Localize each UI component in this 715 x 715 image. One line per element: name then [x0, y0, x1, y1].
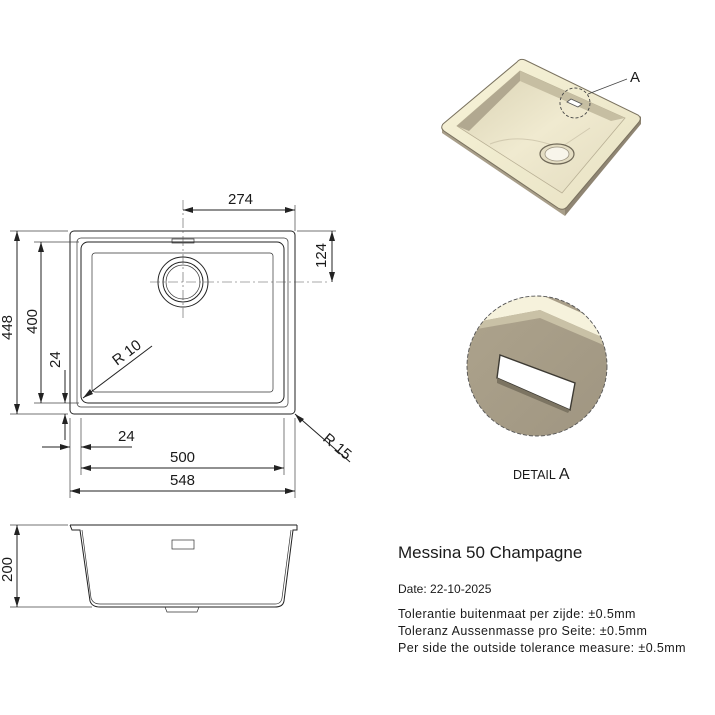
detail-caption: DETAIL A — [513, 466, 570, 484]
dim-overall-width: 548 — [170, 472, 195, 489]
tolerance-english: Per side the outside tolerance measure: … — [398, 641, 686, 655]
dim-outer-radius: R 15 — [319, 430, 354, 463]
tolerance-dutch: Tolerantie buitenmaat per zijde: ±0.5mm — [398, 607, 636, 621]
product-name: Messina 50 Champagne — [398, 543, 583, 562]
top-view — [69, 200, 330, 415]
dim-wall-side: 24 — [118, 428, 135, 445]
dim-drain-offset: 274 — [228, 191, 253, 208]
sink-basin-floor — [91, 252, 274, 393]
dim-wall-bottom: 24 — [47, 351, 64, 368]
sink-rim-inner-edge — [76, 237, 289, 408]
tolerance-german: Toleranz Aussenmasse pro Seite: ±0.5mm — [398, 624, 648, 638]
dim-height: 200 — [0, 557, 16, 582]
dim-overall-depth: 448 — [0, 315, 16, 340]
isometric-sink-view: A — [441, 58, 641, 216]
detail-caption-letter: A — [558, 466, 570, 483]
dim-inner-width: 500 — [170, 449, 195, 466]
detail-marker: A — [630, 69, 640, 86]
detail-callout-circle — [559, 87, 591, 119]
detail-view — [466, 295, 608, 437]
side-view: 200 — [0, 524, 298, 613]
sink-outer-rim — [69, 230, 296, 415]
sink-basin-outline — [80, 241, 285, 404]
dim-inner-depth: 400 — [24, 309, 41, 334]
drawing-date: Date: 22-10-2025 — [398, 582, 492, 596]
dimensions: 274 124 448 400 24 R 10 R 15 — [0, 191, 355, 498]
detail-caption-prefix: DETAIL — [513, 468, 556, 482]
dim-drain-offset-vertical: 124 — [313, 243, 330, 268]
